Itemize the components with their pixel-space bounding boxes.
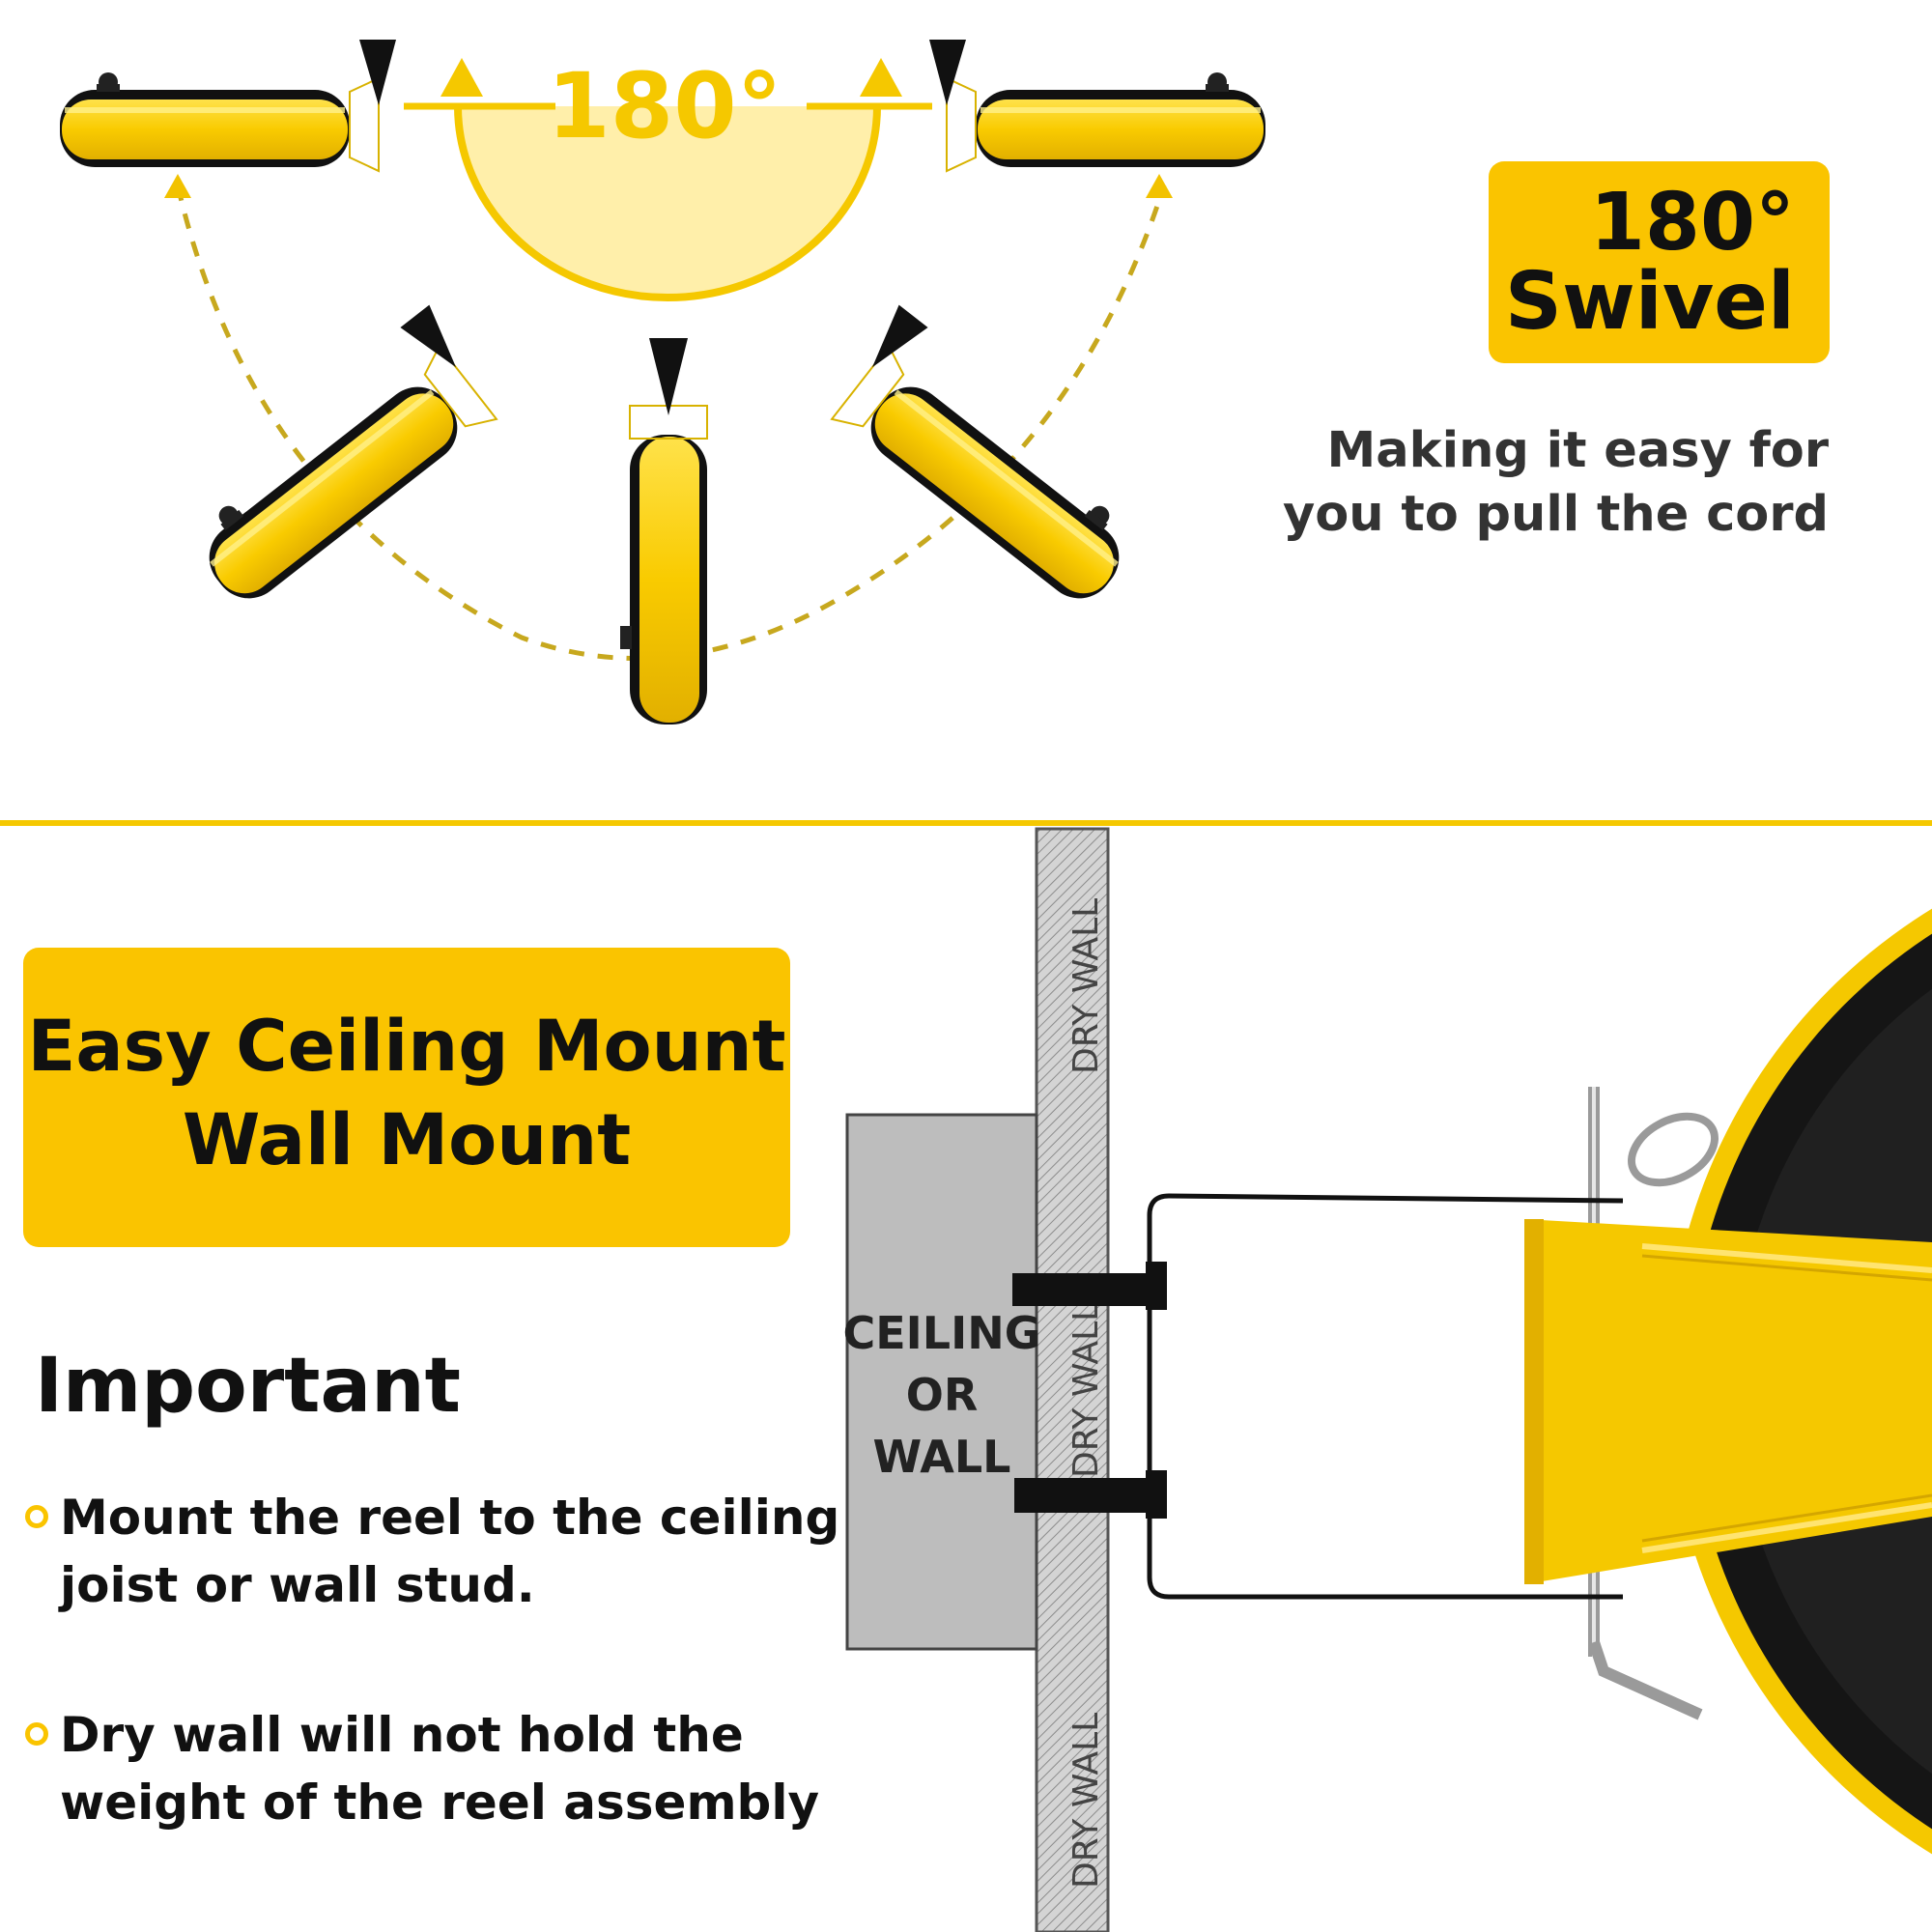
angle-label: 180°	[547, 54, 781, 159]
block-label-line3: WALL	[873, 1431, 1011, 1483]
drywall-strip	[1035, 827, 1110, 1932]
reel-top-left	[59, 39, 397, 172]
block-label-line1: CEILING	[843, 1307, 1041, 1359]
ceiling-or-wall-block	[845, 1113, 1038, 1651]
bullet-line: Dry wall will not hold the	[60, 1707, 744, 1763]
drywall-label-top: DRY WALL	[1066, 898, 1106, 1074]
swivel-semicircle-outline	[454, 105, 881, 301]
bullet-dot-icon	[25, 1505, 48, 1528]
arc-arrowhead-left	[164, 174, 191, 198]
mount-bolt-top	[1012, 1273, 1148, 1306]
swivel-badge: 180° Swivel	[1489, 161, 1830, 363]
swivel-semicircle	[458, 106, 877, 298]
drywall-label-middle: DRY WALL	[1066, 1302, 1106, 1478]
important-heading: Important	[35, 1343, 461, 1430]
angle-arrow-left-icon	[440, 58, 483, 97]
swivel-badge-angle: 180°	[1589, 177, 1795, 269]
block-label-line2: OR	[906, 1369, 979, 1421]
swivel-description-line2: you to pull the cord	[1282, 486, 1829, 543]
drywall-label-bottom: DRY WALL	[1066, 1713, 1106, 1889]
swivel-description: Making it easy for you to pull the cord	[1230, 419, 1829, 547]
mount-badge: Easy Ceiling Mount Wall Mount	[23, 948, 790, 1247]
bullet-dot-icon	[25, 1722, 48, 1746]
bullet-item: Dry wall will not hold the weight of the…	[25, 1701, 820, 1836]
mount-title-line1: Easy Ceiling Mount	[27, 1006, 786, 1088]
section-divider	[0, 820, 1932, 826]
swivel-description-line1: Making it easy for	[1326, 422, 1830, 479]
reel-arm	[1524, 1219, 1932, 1584]
reel-lower-right	[816, 303, 1165, 617]
angle-arrow-right-icon	[860, 58, 902, 97]
swivel-illustration: 180°	[59, 39, 1266, 725]
bullet-line: Mount the reel to the ceiling	[60, 1490, 840, 1546]
reel-lower-left	[163, 303, 512, 617]
wall-mount-diagram: DRY WALL DRY WALL DRY WALL CEILING OR WA…	[843, 827, 1932, 1932]
mount-title-line2: Wall Mount	[182, 1099, 632, 1181]
bullet-line: weight of the reel assembly	[60, 1775, 820, 1831]
arc-arrowhead-right	[1146, 174, 1173, 198]
mount-bolt-bottom	[1014, 1478, 1150, 1513]
bullet-item: Mount the reel to the ceiling joist or w…	[25, 1484, 840, 1619]
swivel-badge-word: Swivel	[1504, 256, 1795, 348]
bullet-line: joist or wall stud.	[60, 1557, 535, 1613]
bent-pin	[1588, 1640, 1703, 1720]
reel-bottom-center	[619, 337, 708, 725]
pull-ring	[1628, 1112, 1719, 1187]
mounting-bracket	[1147, 1193, 1624, 1600]
reel-top-right	[928, 39, 1266, 172]
